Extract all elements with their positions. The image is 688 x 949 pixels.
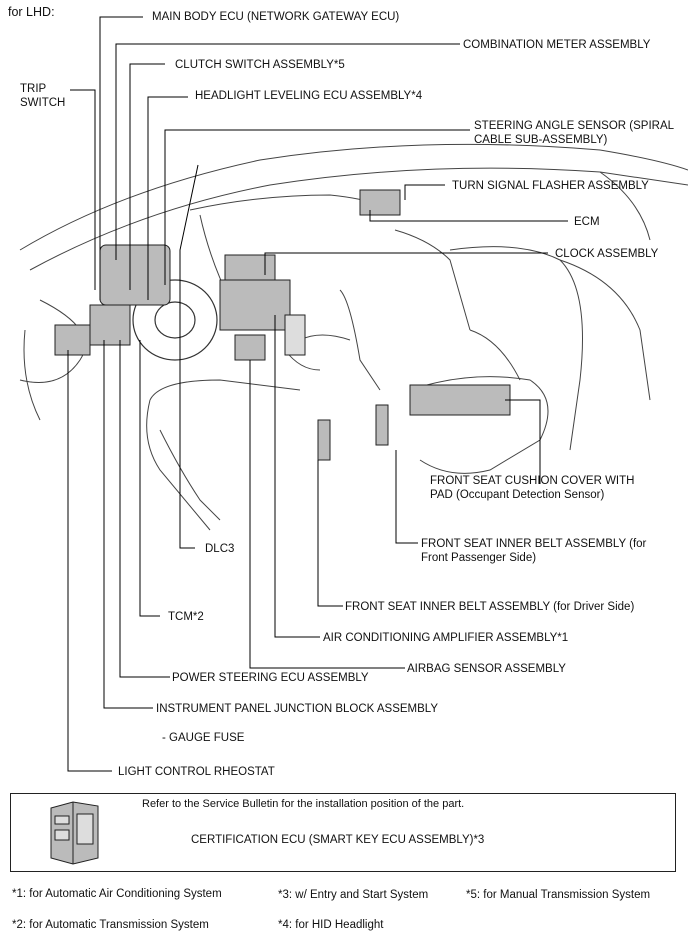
label-passenger-belt: FRONT SEAT INNER BELT ASSEMBLY (for Fron… bbox=[421, 538, 647, 564]
note-text: Refer to the Service Bulletin for the in… bbox=[142, 798, 465, 810]
label-ecm: ECM bbox=[574, 216, 600, 228]
ecm-shape bbox=[359, 189, 401, 216]
label-air-conditioning-amplifier: AIR CONDITIONING AMPLIFIER ASSEMBLY*1 bbox=[323, 632, 569, 644]
shift-lever-shape bbox=[284, 314, 306, 356]
label-power-steering-ecu: POWER STEERING ECU ASSEMBLY bbox=[172, 672, 369, 684]
footnote-5: *5: for Manual Transmission System bbox=[466, 889, 651, 901]
note-box: Refer to the Service Bulletin for the in… bbox=[10, 793, 676, 872]
footnote-3: *3: w/ Entry and Start System bbox=[278, 889, 429, 901]
label-certification-ecu: CERTIFICATION ECU (SMART KEY ECU ASSEMBL… bbox=[191, 834, 485, 846]
footnote-4: *4: for HID Headlight bbox=[278, 919, 384, 931]
label-front-seat-cushion: FRONT SEAT CUSHION COVER WITH PAD (Occup… bbox=[430, 475, 635, 501]
label-main-body-ecu: MAIN BODY ECU (NETWORK GATEWAY ECU) bbox=[152, 11, 400, 23]
label-clutch-switch: CLUTCH SWITCH ASSEMBLY*5 bbox=[175, 59, 345, 71]
label-tcm: TCM*2 bbox=[168, 611, 204, 623]
label-clock: CLOCK ASSEMBLY bbox=[555, 248, 659, 260]
vehicle-illustration bbox=[19, 16, 688, 772]
label-combination-meter: COMBINATION METER ASSEMBLY bbox=[463, 39, 651, 51]
label-gauge-fuse: - GAUGE FUSE bbox=[162, 732, 245, 744]
label-airbag-sensor: AIRBAG SENSOR ASSEMBLY bbox=[407, 663, 566, 675]
label-turn-signal-flasher: TURN SIGNAL FLASHER ASSEMBLY bbox=[452, 180, 649, 192]
passenger-belt-shape bbox=[375, 404, 389, 446]
light-control-rheostat-shape bbox=[54, 324, 91, 356]
footnote-2: *2: for Automatic Transmission System bbox=[12, 919, 209, 931]
label-light-control-rheostat: LIGHT CONTROL RHEOSTAT bbox=[118, 766, 275, 778]
combination-meter-shape bbox=[99, 244, 171, 306]
junction-block-shape bbox=[89, 304, 131, 346]
clock-shape bbox=[224, 254, 276, 281]
label-headlight-leveling: HEADLIGHT LEVELING ECU ASSEMBLY*4 bbox=[195, 90, 423, 102]
label-steering-angle-sensor: STEERING ANGLE SENSOR (SPIRAL CABLE SUB-… bbox=[474, 120, 675, 146]
airbag-sensor-shape bbox=[234, 334, 266, 361]
components bbox=[54, 189, 511, 461]
steering-wheel bbox=[132, 279, 218, 361]
page-title: for LHD: bbox=[8, 5, 55, 19]
climate-panel-shape bbox=[219, 279, 291, 331]
seat-sensor-shape bbox=[409, 384, 511, 416]
label-trip-switch: TRIP SWITCH bbox=[20, 83, 66, 109]
leader-lines bbox=[67, 16, 568, 772]
label-junction-block: INSTRUMENT PANEL JUNCTION BLOCK ASSEMBLY bbox=[156, 703, 439, 715]
label-driver-belt: FRONT SEAT INNER BELT ASSEMBLY (for Driv… bbox=[345, 601, 635, 613]
footnote-1: *1: for Automatic Air Conditioning Syste… bbox=[12, 888, 222, 900]
driver-belt-shape bbox=[317, 419, 331, 461]
label-dlc3: DLC3 bbox=[205, 543, 235, 555]
certification-ecu-icon bbox=[50, 801, 99, 865]
